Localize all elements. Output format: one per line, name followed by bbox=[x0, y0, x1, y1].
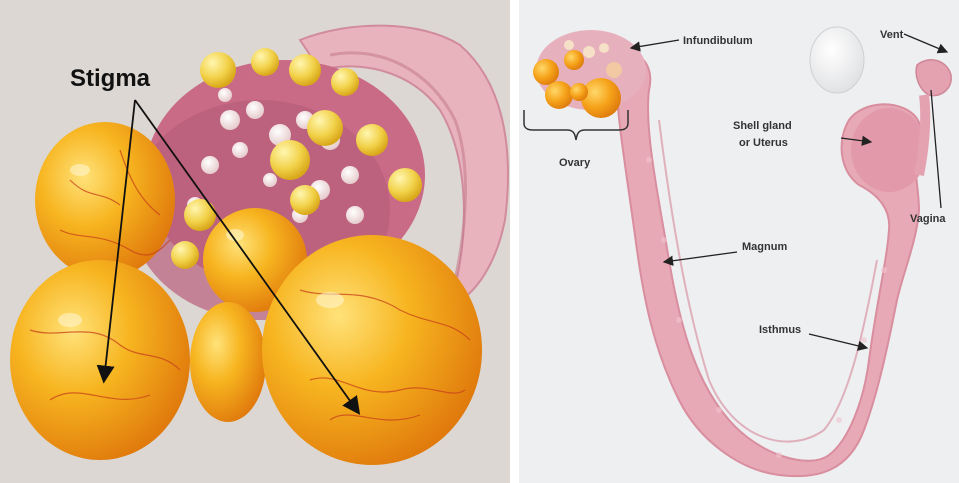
infundibulum-label: Infundibulum bbox=[683, 35, 753, 47]
shell-gland bbox=[851, 108, 927, 192]
egg bbox=[810, 27, 864, 93]
ovary-label: Ovary bbox=[559, 157, 591, 169]
oviduct-photo-panel: Infundibulum Vent Shell gland or Uterus … bbox=[519, 0, 959, 483]
follicle-medium-2 bbox=[190, 302, 266, 422]
oviduct-photo: Infundibulum Vent Shell gland or Uterus … bbox=[519, 0, 959, 483]
magnum-label: Magnum bbox=[742, 241, 787, 253]
follicle-large-1 bbox=[35, 122, 175, 278]
shell-gland-label-2: or Uterus bbox=[739, 137, 788, 149]
follicle-large-3 bbox=[262, 235, 482, 465]
shell-gland-label-1: Shell gland bbox=[733, 120, 792, 132]
ovary-photo: Stigma bbox=[0, 0, 510, 483]
vent-label: Vent bbox=[880, 29, 904, 41]
stigma-label: Stigma bbox=[70, 65, 151, 92]
follicle-large-2 bbox=[10, 260, 190, 460]
vagina-label: Vagina bbox=[910, 213, 946, 225]
ovary-photo-panel: Stigma bbox=[0, 0, 510, 483]
isthmus-label: Isthmus bbox=[759, 324, 801, 336]
